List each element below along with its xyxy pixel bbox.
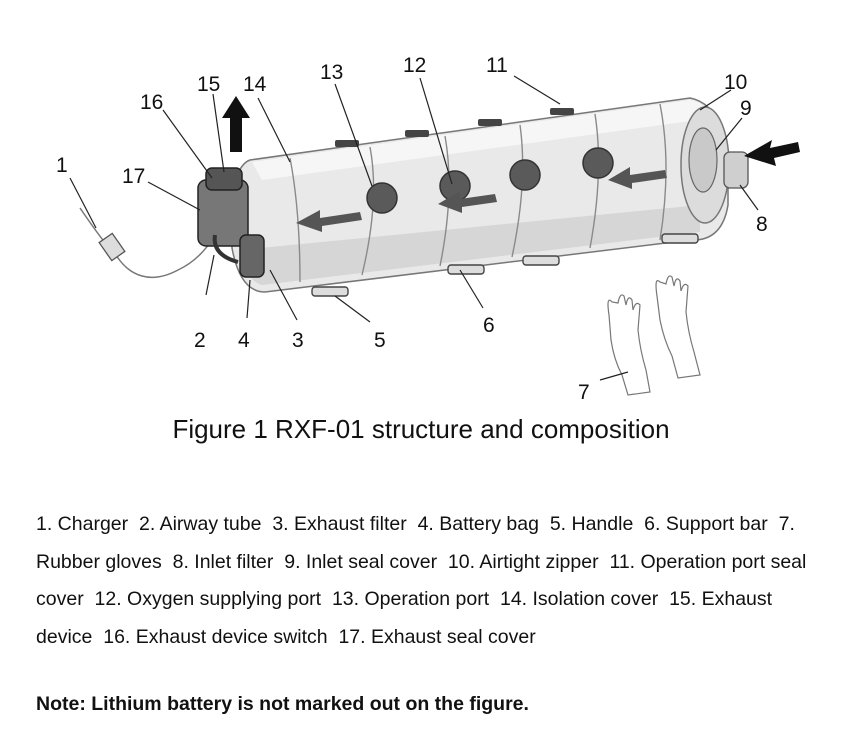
callout-13: 13: [320, 61, 344, 84]
legend-item: 2. Airway tube: [138, 513, 262, 535]
callout-1: 1: [56, 154, 68, 177]
callout-5: 5: [374, 329, 386, 352]
callout-3: 3: [292, 329, 304, 352]
callout-12: 12: [403, 54, 427, 77]
callout-14: 14: [243, 73, 267, 96]
callout-7: 7: [578, 381, 590, 404]
callout-16: 16: [140, 91, 164, 114]
legend-item: 16. Exhaust device switch: [103, 625, 328, 648]
legend-item: 17. Exhaust seal cover: [338, 625, 536, 648]
isolation-chamber-diagram: [69, 75, 800, 396]
legend-item: 4. Battery bag: [417, 513, 539, 535]
legend-item: 5. Handle: [549, 513, 634, 535]
callout-2: 2: [194, 329, 206, 352]
airflow-arrows: [296, 167, 667, 232]
operation-ports: [366, 147, 614, 214]
legend-item: 7. Rubber gloves: [36, 513, 795, 573]
legend-item: 9. Inlet seal cover: [284, 550, 438, 573]
callout-8: 8: [756, 213, 768, 236]
callout-17: 17: [122, 165, 146, 188]
rubber-gloves: [607, 275, 701, 396]
callout-4: 4: [238, 329, 250, 352]
figure-caption: Figure 1 RXF-01 structure and compositio…: [172, 414, 670, 444]
callout-10: 10: [724, 71, 748, 94]
inlet-end: [680, 106, 749, 224]
charger-cable: [79, 207, 213, 279]
exhaust-direction-arrow: [222, 96, 250, 152]
callout-9: 9: [740, 97, 752, 120]
callout-15: 15: [197, 73, 221, 96]
parts-legend: 1. Charger 2. Airway tube 3. Exhaust fil…: [36, 506, 826, 656]
callout-6: 6: [483, 314, 495, 337]
legend-item: 15. Exhaust device: [36, 588, 773, 648]
port-seal-covers: [335, 108, 574, 147]
handles: [311, 233, 699, 297]
isolation-cover: [231, 97, 729, 293]
inlet-direction-arrow: [744, 140, 800, 166]
legend-item: 1. Charger: [36, 513, 129, 535]
legend-item: 8. Inlet filter: [172, 550, 274, 573]
exhaust-device: [197, 167, 265, 278]
legend-item: 3. Exhaust filter: [272, 513, 407, 535]
legend-item: 10. Airtight zipper: [447, 550, 599, 573]
legend-item: 14. Isolation cover: [499, 588, 659, 610]
callout-11: 11: [486, 54, 508, 77]
legend-item: 12. Oxygen supplying port: [94, 588, 322, 610]
legend-item: 13. Operation port: [331, 588, 490, 610]
leader-lines: [69, 75, 759, 381]
legend-item: 6. Support bar: [644, 513, 768, 535]
battery-note: Note: Lithium battery is not marked out …: [36, 693, 529, 715]
legend-item: 11. Operation port seal cover: [36, 550, 807, 611]
charger-plug: [98, 232, 126, 262]
